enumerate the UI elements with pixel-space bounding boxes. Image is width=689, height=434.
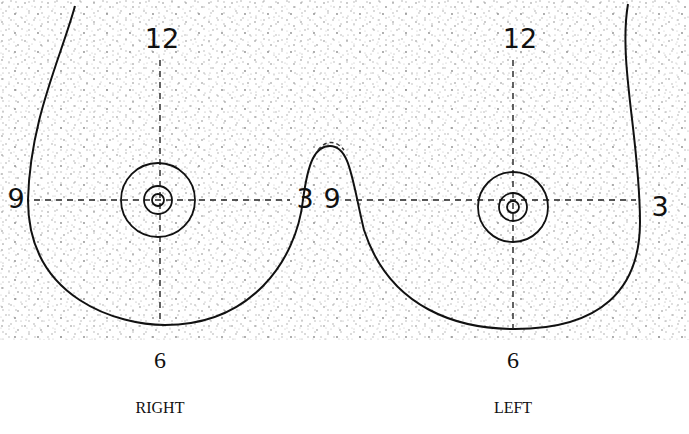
areola — [478, 172, 548, 242]
nipple — [499, 193, 527, 221]
areola — [121, 163, 195, 237]
horizontal-axis — [345, 199, 636, 200]
cleavage-mark — [318, 143, 344, 151]
clock-number: 12 — [503, 25, 537, 52]
clock-number: 9 — [323, 185, 340, 212]
horizontal-axis — [34, 199, 290, 200]
clock-number: 12 — [145, 25, 179, 52]
nipple — [144, 186, 172, 214]
clock-number: 9 — [7, 185, 24, 212]
clock-number: 6 — [507, 348, 519, 372]
side-label: RIGHT — [136, 400, 185, 416]
clock-number: 3 — [651, 193, 668, 220]
nipple-center — [507, 201, 519, 213]
vertical-axis — [159, 60, 160, 325]
stipple-ground — [0, 0, 689, 340]
vertical-axis — [512, 60, 513, 329]
clock-number: 6 — [154, 348, 166, 372]
clock-number: 3 — [296, 185, 313, 212]
breast-outline — [28, 4, 640, 329]
side-label: LEFT — [494, 400, 532, 416]
stipple-ground — [0, 0, 689, 340]
nipple-center — [152, 194, 164, 206]
